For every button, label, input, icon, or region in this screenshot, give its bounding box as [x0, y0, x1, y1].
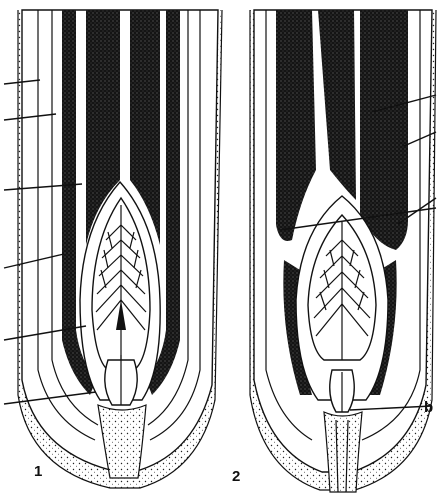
figure-1-number: 1: [34, 463, 42, 480]
figure-2-callout-b: b: [424, 399, 433, 416]
figure-2-drawing: b 2: [232, 10, 436, 492]
figure-2-number: 2: [232, 468, 240, 485]
figure-1-drawing: 1: [4, 10, 222, 488]
